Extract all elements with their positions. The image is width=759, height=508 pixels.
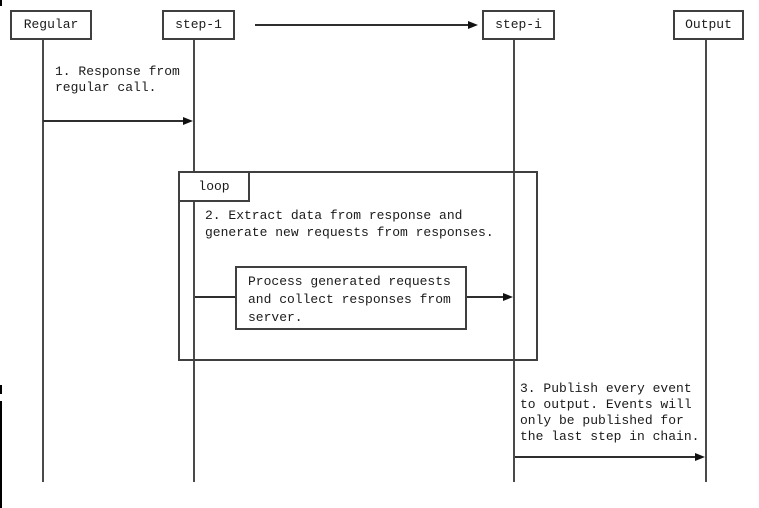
participant-regular: Regular [10, 10, 92, 40]
arrow-step1-to-stepi-head-icon [468, 21, 478, 29]
arrow-activity-to-stepi-head-icon [503, 293, 513, 301]
message-2-text: 2. Extract data from response and genera… [205, 208, 494, 240]
arrow-step1-to-stepi-line [255, 24, 470, 26]
message-1-text: 1. Response from regular call. [55, 64, 180, 95]
lifeline-regular [42, 40, 44, 482]
frame-edge-top-left [0, 0, 2, 6]
loop-fragment-label: loop [178, 171, 250, 202]
lifeline-step-i [513, 40, 515, 482]
frame-edge-left-lower [0, 401, 2, 508]
lifeline-output [705, 40, 707, 482]
lifeline-step-1 [193, 40, 195, 482]
message-3-text: 3. Publish every event to output. Events… [520, 381, 700, 444]
activity-box: Process generated requests and collect r… [235, 266, 467, 330]
participant-step-i-label: step-i [495, 17, 542, 32]
arrow-message-1-line [43, 120, 185, 122]
participant-step-1: step-1 [162, 10, 235, 40]
arrow-message-3-line [515, 456, 697, 458]
arrow-message-1-head-icon [183, 117, 193, 125]
participant-output-label: Output [685, 17, 732, 32]
activity-box-text: Process generated requests and collect r… [248, 274, 451, 325]
participant-step-1-label: step-1 [175, 17, 222, 32]
loop-fragment-frame [178, 171, 538, 361]
arrow-activity-to-stepi-line [467, 296, 505, 298]
participant-regular-label: Regular [23, 17, 79, 32]
arrow-message-3-head-icon [695, 453, 705, 461]
participant-step-i: step-i [482, 10, 555, 40]
connector-step1-to-activity-line [195, 296, 235, 298]
participant-output: Output [673, 10, 744, 40]
frame-edge-left-upper [0, 385, 2, 394]
